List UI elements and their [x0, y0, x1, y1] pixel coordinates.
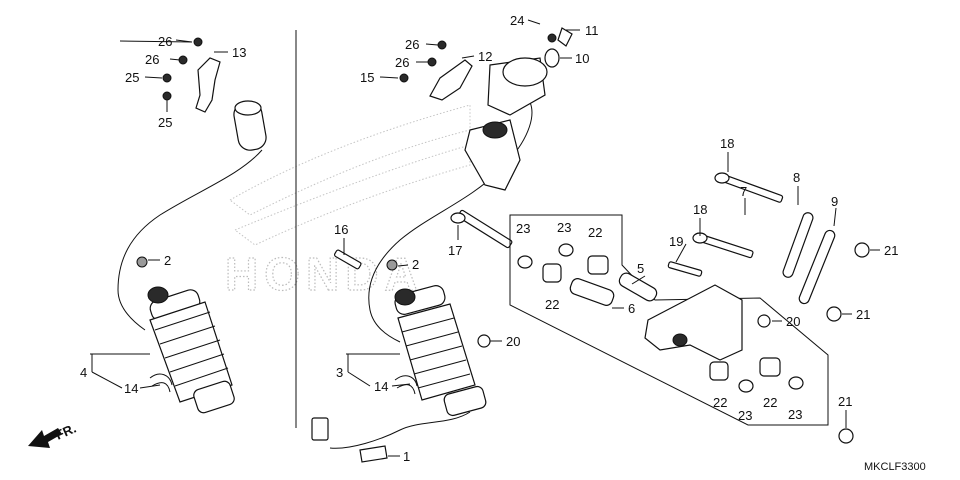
center-bracket-12: [399, 40, 473, 101]
callout-23: 23: [738, 408, 752, 423]
callout-1: 1: [403, 449, 410, 464]
callout-22: 22: [713, 395, 727, 410]
callout-12: 12: [478, 49, 492, 64]
callout-25: 25: [125, 70, 139, 85]
reference-code: MKCLF3300: [864, 461, 926, 473]
callout-21: 21: [856, 307, 870, 322]
callout-22: 22: [763, 395, 777, 410]
callout-20: 20: [506, 334, 520, 349]
callout-14: 14: [124, 381, 138, 396]
callout-4: 4: [80, 365, 87, 380]
callout-16: 16: [334, 222, 348, 237]
watermark-text: HONDA: [225, 248, 424, 300]
center-shock-assembly: [311, 27, 573, 463]
callout-22: 22: [588, 225, 602, 240]
callout-23: 23: [516, 221, 530, 236]
callout-20: 20: [786, 314, 800, 329]
callout-3: 3: [336, 365, 343, 380]
callout-23: 23: [788, 407, 802, 422]
callout-23: 23: [557, 220, 571, 235]
callout-25: 25: [158, 115, 172, 130]
callout-15: 15: [360, 70, 374, 85]
callout-26: 26: [158, 34, 172, 49]
callout-17: 17: [448, 243, 462, 258]
callout-10: 10: [575, 51, 589, 66]
callout-26: 26: [145, 52, 159, 67]
left-shock-assembly: [117, 100, 267, 414]
callout-9: 9: [831, 194, 838, 209]
leader-lines: [90, 19, 880, 457]
front-direction-arrow: FR.: [28, 421, 78, 448]
callout-14: 14: [374, 379, 388, 394]
callout-2: 2: [412, 257, 419, 272]
callout-18: 18: [693, 202, 707, 217]
callout-26: 26: [395, 55, 409, 70]
callout-6: 6: [628, 301, 635, 316]
callout-24: 24: [510, 13, 524, 28]
callout-8: 8: [793, 170, 800, 185]
left-bracket-13: [162, 37, 221, 113]
callout-5: 5: [637, 261, 644, 276]
callout-18: 18: [720, 136, 734, 151]
callout-7: 7: [740, 184, 747, 199]
callout-2: 2: [164, 253, 171, 268]
honda-watermark: HONDA: [224, 104, 471, 301]
callout-21: 21: [884, 243, 898, 258]
direction-label: FR.: [53, 421, 78, 443]
callout-19: 19: [669, 234, 683, 249]
callout-labels: 1 2 2 3 4 5 6 7 8 9 10 11 12 13 14 14 15…: [80, 13, 898, 464]
callout-22: 22: [545, 297, 559, 312]
linkage-box: [509, 214, 829, 426]
callout-26: 26: [405, 37, 419, 52]
callout-21: 21: [838, 394, 852, 409]
callout-13: 13: [232, 45, 246, 60]
callout-11: 11: [585, 23, 599, 38]
